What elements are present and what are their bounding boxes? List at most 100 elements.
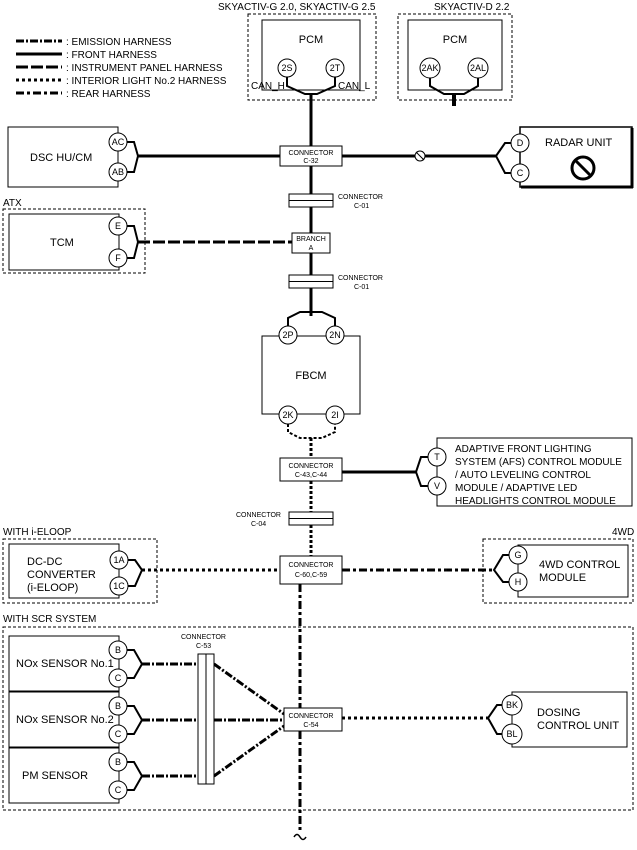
pcm-g-group-label: SKYACTIV-G 2.0, SKYACTIV-G 2.5 <box>218 2 376 13</box>
tcm-title: TCM <box>50 237 74 249</box>
afs-line-5: HEADLIGHTS CONTROL MODULE <box>455 496 616 507</box>
fbcm: FBCM 2P 2N 2K 2I <box>261 325 361 425</box>
fbcm-pin-2p <box>278 325 298 345</box>
radar-pin-c <box>510 163 530 183</box>
4wd-line-2: MODULE <box>539 572 586 584</box>
tcm-box <box>8 213 120 271</box>
connector-c60-id: C-60,C-59 <box>295 572 327 579</box>
afs-line-4: MODULE / ADAPTIVE LED <box>455 483 577 494</box>
nox2-box <box>8 691 120 748</box>
dcdc-line-2: CONVERTER <box>27 569 96 581</box>
pcm-g-can-h: CAN_H <box>251 81 285 92</box>
prohibited-icon <box>570 155 596 181</box>
connector-c32: CONNECTOR C-32 <box>279 145 343 167</box>
branch-a-id: A <box>309 245 314 252</box>
dosing-line-2: CONTROL UNIT <box>537 720 619 732</box>
fbcm-pin-2n-label: 2N <box>329 330 341 340</box>
branch-a-label: BRANCH <box>296 236 326 243</box>
connector-c54: CONNECTOR C-54 <box>283 707 343 732</box>
legend-label-front: : FRONT HARNESS <box>66 50 157 61</box>
pm-pin-b-label: B <box>115 757 121 767</box>
dcdc-pin-1a-label: 1A <box>113 555 124 565</box>
4wd-group: 4WD 4WD CONTROL MODULE G H <box>482 527 634 604</box>
connector-c01-lower-label: CONNECTOR <box>338 275 383 282</box>
legend-label-emission: : EMISSION HARNESS <box>66 37 172 48</box>
dosing-pin-bk-label: BK <box>506 700 518 710</box>
pcm-skyactiv-d-group: SKYACTIV-D 2.2 PCM 2AK 2AL <box>397 2 513 101</box>
4wd-pin-g-label: G <box>514 550 521 560</box>
connector-c01-upper: CONNECTOR C-01 <box>288 193 383 210</box>
dosing-pin-bl-label: BL <box>506 729 517 739</box>
afs-control-module: ADAPTIVE FRONT LIGHTING SYSTEM (AFS) CON… <box>427 437 633 507</box>
afs-pin-v-label: V <box>434 481 440 491</box>
nox1-box <box>8 635 120 692</box>
nox-sensor-1: NOx SENSOR No.1 B C <box>8 635 128 692</box>
afs-line-1: ADAPTIVE FRONT LIGHTING <box>455 444 592 455</box>
pcm-skyactiv-g-group: SKYACTIV-G 2.0, SKYACTIV-G 2.5 PCM 2S 2T… <box>218 2 377 101</box>
afs-pin-t-label: T <box>434 452 440 462</box>
connector-c32-id: C-32 <box>303 158 318 165</box>
pm-pin-c-label: C <box>115 785 122 795</box>
scr-system-group: WITH SCR SYSTEM <box>2 614 634 811</box>
radar-box <box>519 126 633 188</box>
nox2-pin-c <box>108 724 128 744</box>
scr-group-label: WITH SCR SYSTEM <box>3 614 96 625</box>
4wd-pin-h-label: H <box>515 577 522 587</box>
wire-prohibited-icon <box>414 150 426 162</box>
4wd-group-label: 4WD <box>612 527 634 538</box>
atx-group-label: ATX <box>3 198 22 209</box>
afs-pin-v <box>427 476 447 496</box>
connector-c53: CONNECTOR C-53 <box>181 634 226 785</box>
fbcm-pin-2n <box>325 325 345 345</box>
4wd-line-1: 4WD CONTROL <box>539 559 620 571</box>
afs-line-3: / AUTO LEVELING CONTROL <box>455 470 591 481</box>
connector-c54-id: C-54 <box>303 722 318 729</box>
fbcm-pin-2k-label: 2K <box>282 410 293 420</box>
dsc-pin-ab-label: AB <box>112 167 124 177</box>
fbcm-title: FBCM <box>295 370 326 382</box>
legend: : EMISSION HARNESS : FRONT HARNESS : INS… <box>16 37 227 100</box>
pcm-g-can-l: CAN_L <box>338 81 371 92</box>
nox1-pin-c <box>108 668 128 688</box>
connector-c04-id: C-04 <box>251 521 266 528</box>
nox2-pin-b-label: B <box>115 701 121 711</box>
pm-pin-c <box>108 780 128 800</box>
pcm-d-pin-2ak-label: 2AK <box>421 63 438 73</box>
pcm-g-title: PCM <box>299 34 323 46</box>
dsc-box <box>7 126 119 188</box>
connector-c32-box <box>279 145 343 167</box>
dcdc-pin-1a <box>109 550 129 570</box>
dosing-pin-bk <box>501 694 523 716</box>
dcdc-line-1: DC-DC <box>27 556 62 568</box>
dsc-pin-ac-label: AC <box>112 137 125 147</box>
nox-sensor-2: NOx SENSOR No.2 B C <box>8 691 128 748</box>
fbcm-pin-2p-label: 2P <box>282 330 293 340</box>
connector-c43-label: CONNECTOR <box>289 463 334 470</box>
fbcm-pin-2i-label: 2I <box>331 410 339 420</box>
afs-box <box>436 437 633 507</box>
connector-c60-label: CONNECTOR <box>289 562 334 569</box>
nox1-pin-b <box>108 640 128 660</box>
pcm-g-box <box>261 19 361 91</box>
legend-label-instrument: : INSTRUMENT PANEL HARNESS <box>66 63 223 74</box>
radar-pin-d-label: D <box>517 138 524 148</box>
pm-title: PM SENSOR <box>22 770 88 782</box>
dsc-pin-ac <box>108 132 128 152</box>
4wd-pin-h <box>508 572 528 592</box>
connector-c04: CONNECTOR C-04 <box>236 511 334 528</box>
dosing-box <box>511 691 628 748</box>
i-eloop-group: WITH i-ELOOP DC-DC CONVERTER (i-ELOOP) 1… <box>2 527 158 604</box>
tcm-pin-f <box>108 248 128 268</box>
pm-pin-b <box>108 752 128 772</box>
connector-c01-upper-id: C-01 <box>354 203 369 210</box>
radar-unit: RADAR UNIT D C <box>510 126 634 189</box>
atx-tcm-group: ATX TCM E F <box>2 198 146 274</box>
pm-sensor: PM SENSOR B C <box>8 747 128 804</box>
dosing-control-unit: DOSING CONTROL UNIT BK BL <box>501 691 628 748</box>
pcm-g-pin-2s-label: 2S <box>281 63 292 73</box>
pcm-g-pin-2t-label: 2T <box>330 63 341 73</box>
tcm-pin-f-label: F <box>115 253 121 263</box>
wiring <box>127 77 512 841</box>
dcdc-pin-1c <box>109 576 129 596</box>
